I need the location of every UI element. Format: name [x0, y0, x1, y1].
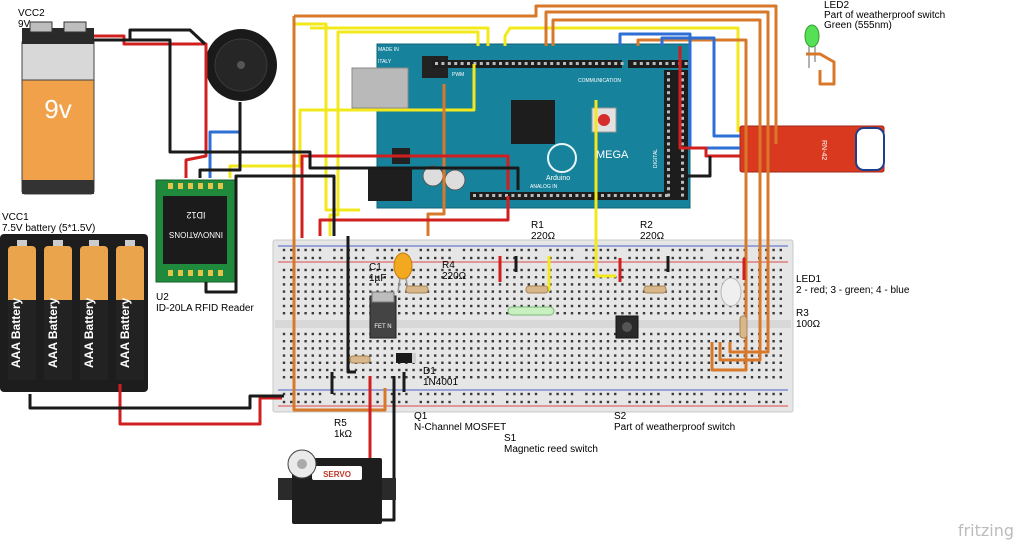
aaa-text-3: AAA Battery — [82, 297, 96, 368]
battery-9v — [21, 21, 95, 195]
led1-desc: 2 - red; 3 - green; 4 - blue — [796, 285, 910, 296]
s1-desc: Magnetic reed switch — [504, 444, 598, 455]
s2-name: S2 — [614, 411, 627, 422]
board-made-in: MADE IN — [378, 47, 399, 53]
servo — [278, 449, 396, 524]
board-pwm: PWM — [452, 72, 464, 78]
reed-switch-s1 — [507, 306, 555, 316]
breadboard-holes — [282, 248, 782, 404]
aaa-text-2: AAA Battery — [46, 297, 60, 368]
bluetooth-text: RN-42 — [820, 140, 827, 160]
aaa-text-4: AAA Battery — [118, 297, 132, 368]
buzzer — [205, 29, 277, 101]
led2-desc1: Part of weatherproof switch — [824, 10, 946, 21]
c1-value: 1µF — [369, 273, 387, 284]
led2-desc2: Green (555nm) — [824, 20, 892, 31]
board-arduino: Arduino — [546, 175, 570, 182]
battery9v-text: 9v — [44, 94, 71, 124]
r5-name: R5 — [334, 418, 347, 429]
vcc1-name: VCC1 — [2, 212, 29, 223]
u2-name: U2 — [156, 292, 169, 303]
board-italy: ITALY — [378, 59, 392, 65]
resistor-r5 — [349, 355, 371, 364]
aaa-text-1: AAA Battery — [9, 297, 23, 368]
arduino-pins — [435, 62, 688, 197]
fritzing-watermark: fritzing — [957, 521, 1014, 540]
battery-pack-aaa — [0, 234, 148, 392]
resistor-r2 — [643, 285, 667, 294]
bluetooth-module — [739, 125, 885, 173]
resistor-r3 — [739, 315, 748, 339]
board-communication: COMMUNICATION — [578, 78, 621, 84]
r1-value: 220Ω — [531, 231, 556, 242]
mosfet-q1 — [369, 295, 397, 339]
vcc1-desc: 7.5V battery (5*1.5V) — [2, 223, 96, 234]
rfid-chip-text-1: ID12 — [186, 210, 205, 220]
r3-name: R3 — [796, 308, 809, 319]
u2-desc: ID-20LA RFID Reader — [156, 303, 254, 314]
breadboard — [272, 239, 794, 413]
rfid-chip-text-2: INNOVATIONS — [169, 230, 223, 239]
r5-value: 1kΩ — [334, 429, 353, 440]
d1-name: D1 — [423, 366, 436, 377]
led1-name: LED1 — [796, 274, 822, 285]
resistor-r1 — [525, 285, 549, 294]
led2-green — [804, 24, 820, 68]
r1-name: R1 — [531, 220, 544, 231]
diode-d1 — [396, 353, 416, 363]
led2-name: LED2 — [824, 0, 850, 11]
board-digital: DIGITAL — [653, 149, 659, 168]
q1-desc: N-Channel MOSFET — [414, 422, 507, 433]
r3-value: 100Ω — [796, 319, 821, 330]
r4-value: 220Ω — [442, 271, 467, 282]
capacitor-c1 — [393, 252, 413, 280]
fet-text: FET N — [374, 324, 391, 330]
led1-rgb — [720, 277, 742, 307]
c1-name: C1 — [369, 262, 382, 273]
vcc2-value: 9V — [18, 19, 31, 30]
s1-name: S1 — [504, 433, 517, 444]
s2-desc: Part of weatherproof switch — [614, 422, 736, 433]
resistor-r4 — [405, 285, 429, 294]
d1-value: 1N4001 — [423, 377, 459, 388]
components — [349, 252, 748, 364]
servo-text: SERVO — [323, 470, 351, 479]
r2-name: R2 — [640, 220, 653, 231]
part-texts: 9v AAA Battery AAA Battery AAA Battery A… — [9, 47, 827, 479]
r2-value: 220Ω — [640, 231, 665, 242]
rfid-reader — [155, 179, 237, 283]
vcc2-name: VCC2 — [18, 8, 45, 19]
arduino-mega — [351, 43, 691, 209]
board-analog-in: ANALOG IN — [530, 184, 558, 190]
board-mega: MEGA — [596, 149, 629, 161]
q1-name: Q1 — [414, 411, 428, 422]
r4-name: R4 — [442, 260, 455, 271]
